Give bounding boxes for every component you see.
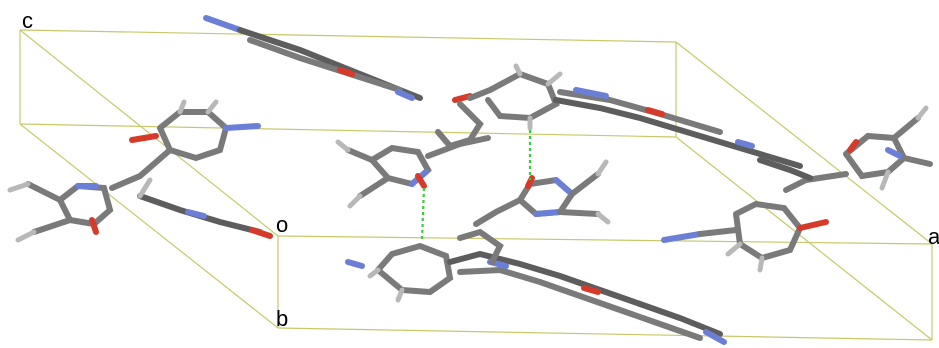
h-bond-line (7, 181, 31, 193)
molecule-imidazole-center (335, 135, 491, 209)
h-bond-line (545, 71, 563, 87)
oxygen-bond (249, 227, 273, 239)
h-bond-line (347, 193, 363, 209)
molecule-right (661, 105, 933, 273)
nitrile-bond (703, 329, 727, 345)
oxygen-bond (645, 107, 665, 117)
linker-bond (109, 147, 173, 191)
axis-label-o: o (276, 212, 288, 237)
methyl-bond (557, 209, 601, 217)
nitrile-bond (223, 123, 261, 131)
oxygen-bond (89, 217, 99, 235)
unit-cell (19, 29, 933, 341)
h-bond-line (595, 211, 611, 225)
h-bond-line (879, 169, 891, 191)
ring-bond (457, 228, 504, 265)
h-bond-line (725, 241, 743, 257)
h-bond-line (335, 139, 351, 153)
hydrogen-bonds (420, 130, 532, 241)
nitrile-bond (573, 87, 609, 99)
methyl-bond (901, 155, 933, 167)
cell-edge (675, 136, 933, 341)
nitrile-bond (345, 259, 365, 269)
ring-bond (733, 200, 804, 262)
axis-label-a: a (928, 224, 939, 249)
linker-bond (783, 171, 849, 193)
cell-edge (19, 123, 279, 329)
h-bond-line (367, 267, 381, 279)
h-bond-line (757, 255, 765, 273)
h-bond-line (395, 287, 405, 303)
axis-label-c: c (22, 8, 33, 33)
linker-bond (697, 227, 739, 237)
methyl-bond (569, 171, 601, 197)
oxygen-bond (525, 175, 535, 189)
linker-bond (473, 197, 523, 227)
ring-bond (157, 109, 230, 162)
nitrogen-bond (735, 139, 755, 149)
methyl-bond (25, 181, 63, 203)
nitrogen-bond (553, 177, 575, 197)
h-bond-line (513, 63, 523, 77)
nitrile-bond (203, 15, 243, 33)
cell-edge (675, 41, 933, 245)
h-bond-line (15, 229, 37, 243)
cell-edge (19, 123, 677, 138)
backbone-bond (553, 97, 803, 169)
methyl-bond (345, 147, 375, 163)
methyl-bond (891, 115, 921, 141)
nitrile-bond (661, 231, 703, 243)
oxygen-bond (581, 285, 601, 295)
molecule-left (7, 99, 273, 243)
ring-bond (467, 70, 560, 122)
hydrogen-bond (420, 187, 426, 241)
oxygen-bond (129, 133, 159, 143)
oxygen-bond (847, 139, 859, 153)
cell-edge (277, 327, 933, 341)
backbone-bond (457, 266, 703, 341)
h-bond-line (177, 99, 187, 115)
methyl-bond (31, 217, 73, 235)
cell-edge (19, 29, 677, 43)
ring-bond (375, 242, 454, 296)
nitrogen-bond (185, 209, 207, 219)
backbone-bond (447, 250, 723, 337)
oxygen-bond (337, 67, 355, 77)
h-bond-line (137, 177, 153, 199)
oxygen-bond (797, 219, 829, 231)
backbone-bond (757, 157, 813, 181)
h-bond-line (915, 105, 929, 121)
backbone-bond (247, 37, 403, 93)
h-bond-line (595, 159, 609, 177)
h-bond-line (205, 99, 219, 115)
axis-label-b: b (276, 306, 288, 331)
molecule-bottom (345, 228, 727, 345)
nitrogen-bond (395, 89, 415, 101)
oxygen-bond (415, 173, 427, 189)
cell-edge (277, 235, 933, 245)
cell-edge (19, 29, 279, 237)
linker-bond (425, 135, 491, 159)
methyl-bond (357, 175, 391, 199)
molecule-top (203, 15, 803, 169)
backbone-bond (557, 89, 723, 135)
nitrogen-bond (533, 209, 563, 217)
molecule-imidazole-right-center (473, 159, 611, 227)
